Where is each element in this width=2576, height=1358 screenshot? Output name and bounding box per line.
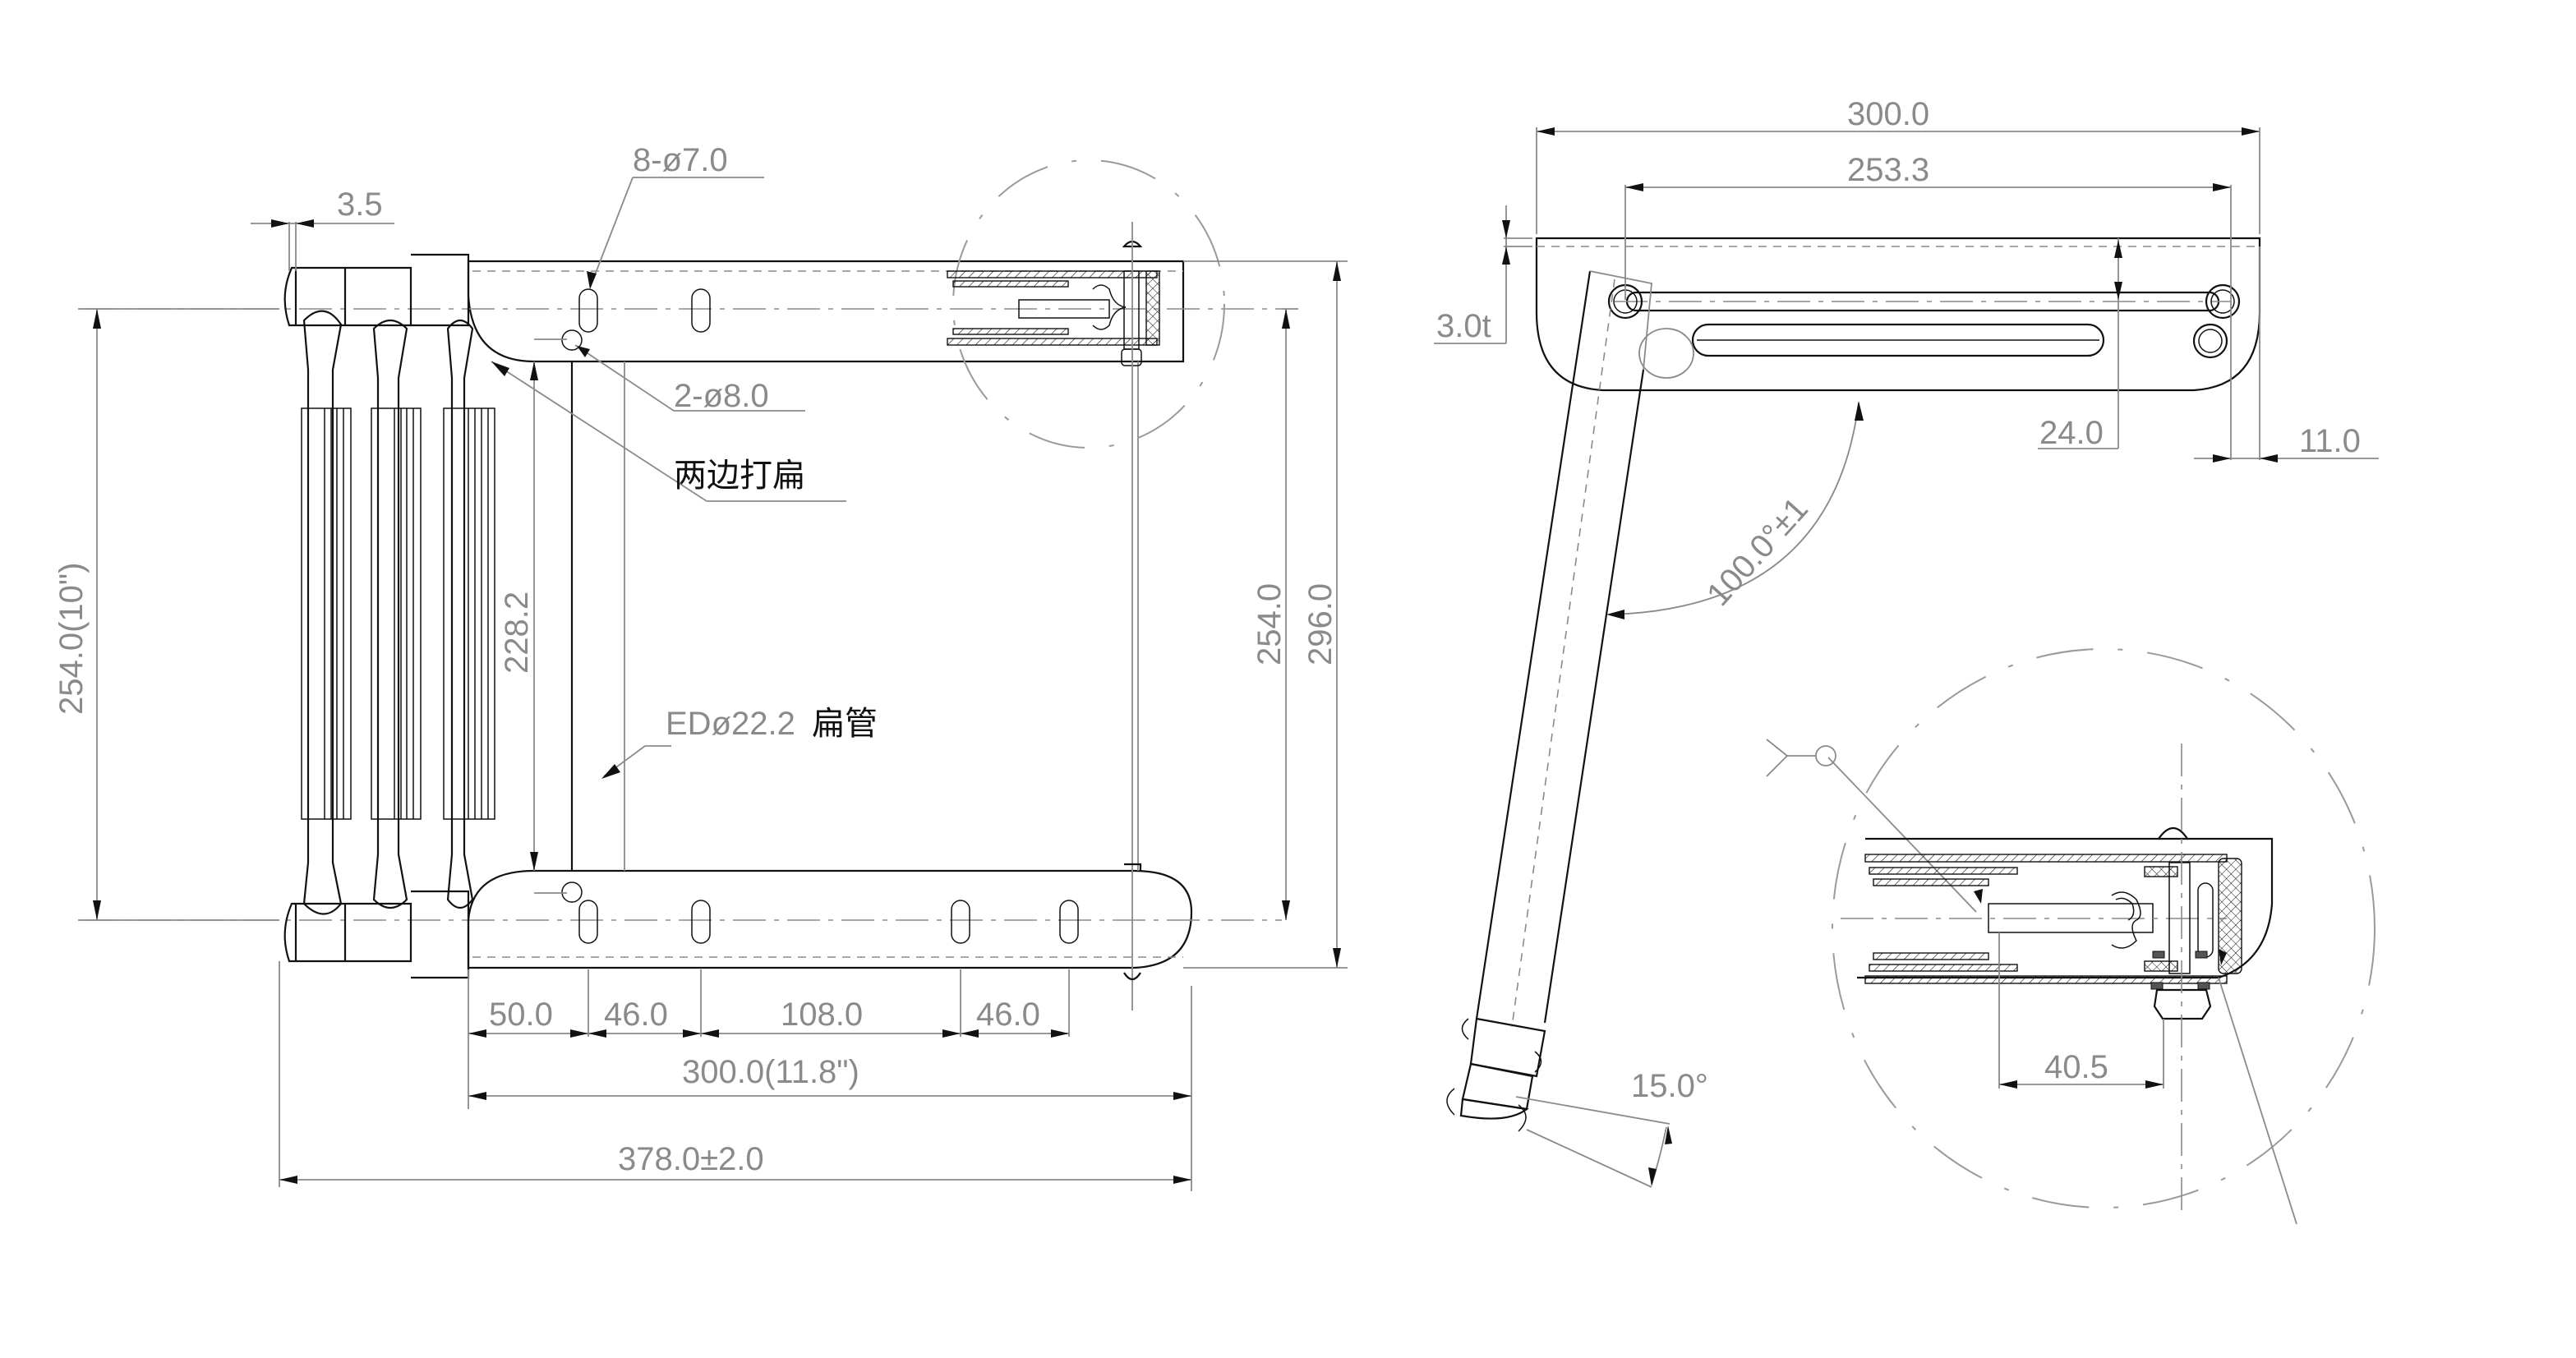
pin-hole-bottom bbox=[561, 882, 583, 903]
dim-overall-width: 378.0±2.0 bbox=[618, 1141, 764, 1177]
hinge-block-bottom bbox=[283, 890, 470, 979]
side-view bbox=[1446, 237, 2261, 1132]
latch-front bbox=[947, 240, 1160, 366]
note-flatten-both-ends: 两边打扁 bbox=[674, 457, 805, 495]
dim-seg-1: 50.0 bbox=[489, 997, 553, 1033]
slot-holes-top bbox=[578, 288, 711, 333]
front-view bbox=[82, 159, 1282, 1010]
detail-view-dimensions: 40.5 bbox=[1998, 932, 2164, 1089]
dim-foot-angle: 15.0° bbox=[1631, 1068, 1708, 1104]
dim-side-length: 300.0 bbox=[1847, 96, 1929, 132]
front-view-dimensions: 3.5 8-ø7.0 2-ø8.0 两边打扁 EDø22.2 扁管 254.0(… bbox=[53, 142, 1348, 1191]
dim-pin-holes: 2-ø8.0 bbox=[674, 378, 769, 414]
detail-circle bbox=[1832, 648, 2376, 1208]
bottom-rail bbox=[467, 869, 1193, 969]
detail-circle-front bbox=[952, 159, 1225, 449]
dim-thickness: 3.0t bbox=[1436, 308, 1491, 344]
dim-hole-offset: 24.0 bbox=[2039, 415, 2104, 451]
dim-fold-angle: 100.0°±1 bbox=[1700, 490, 1815, 613]
note-flat-tube: 扁管 bbox=[812, 705, 878, 743]
dim-inner-height: 228.2 bbox=[499, 592, 535, 674]
dim-seg-3: 108.0 bbox=[781, 997, 863, 1033]
dim-edge-offset: 11.0 bbox=[2299, 423, 2361, 459]
step-2 bbox=[371, 319, 422, 909]
step-3 bbox=[443, 319, 495, 909]
detail-view bbox=[1766, 648, 2376, 1225]
step-1 bbox=[301, 310, 352, 915]
side-plate bbox=[1535, 237, 2261, 392]
dim-slot-holes: 8-ø7.0 bbox=[633, 142, 728, 178]
note-tube-spec: EDø22.2 bbox=[666, 706, 795, 742]
dim-outer-height: 296.0 bbox=[1302, 583, 1339, 665]
side-view-dimensions: 300.0 253.3 3.0t 24.0 11.0 100.0°±1 bbox=[1434, 96, 2379, 1188]
dim-latch-depth: 40.5 bbox=[2044, 1049, 2108, 1085]
dim-seg-2: 46.0 bbox=[604, 997, 668, 1033]
dim-gap: 3.5 bbox=[337, 186, 383, 223]
side-leg bbox=[1446, 270, 1652, 1132]
dim-seg-4: 46.0 bbox=[976, 997, 1040, 1033]
dim-rail-span: 254.0 bbox=[1251, 583, 1288, 665]
slot-holes-bottom bbox=[578, 900, 1079, 944]
dim-overall-height: 254.0(10") bbox=[53, 563, 90, 715]
dim-hole-span: 253.3 bbox=[1847, 152, 1929, 188]
pin-hole-top bbox=[561, 329, 583, 351]
side-slot bbox=[1691, 323, 2105, 357]
hinge-block-top bbox=[283, 253, 470, 327]
dim-width: 300.0(11.8") bbox=[682, 1054, 859, 1090]
